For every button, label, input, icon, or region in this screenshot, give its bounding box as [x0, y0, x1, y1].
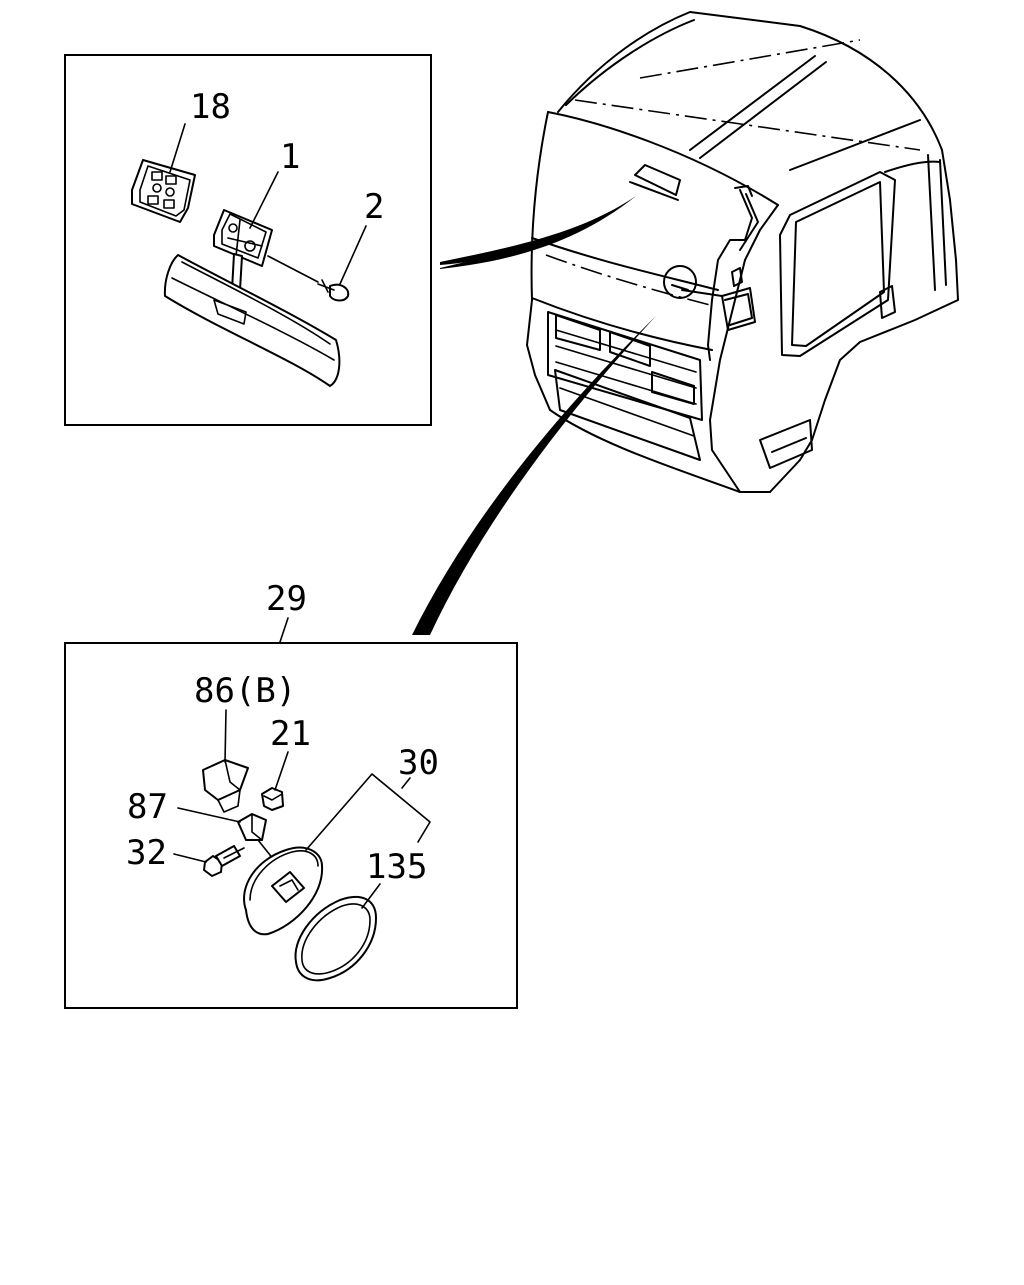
rear-view-mirror — [163, 254, 341, 387]
leader-2-axis — [267, 255, 319, 283]
part-135-ring — [294, 895, 377, 982]
lower-inset-box — [64, 642, 518, 1009]
upper-inset-box — [64, 54, 432, 426]
part-21-nut — [261, 787, 284, 811]
truck-cab — [526, 11, 959, 493]
axis-32 — [223, 847, 245, 859]
part-18-pad — [131, 159, 196, 223]
leader-135 — [361, 883, 381, 909]
bracket-30 — [305, 773, 431, 851]
part-32-bolt — [203, 845, 241, 877]
part-30-mirror — [243, 846, 324, 936]
label-29: 29 — [266, 579, 307, 619]
part-2-screw — [317, 279, 350, 302]
leader-21 — [274, 751, 289, 791]
part-1-mount — [213, 209, 273, 267]
leader-2 — [339, 225, 367, 285]
label-32: 32 — [126, 833, 167, 873]
leader-87 — [177, 807, 241, 823]
part-86b-bracket — [202, 759, 249, 813]
label-30: 30 — [398, 743, 439, 783]
label-2: 2 — [364, 187, 384, 227]
part-87-clip — [237, 813, 267, 841]
label-86b: 86(B) — [194, 671, 296, 711]
leader-18 — [169, 123, 186, 173]
label-21: 21 — [270, 714, 311, 754]
label-135: 135 — [366, 847, 427, 887]
leader-86b — [224, 709, 227, 763]
leader-32 — [173, 853, 207, 863]
label-1: 1 — [280, 137, 300, 177]
label-87: 87 — [127, 787, 168, 827]
leader-29 — [279, 617, 289, 643]
label-18: 18 — [190, 87, 231, 127]
pointer-lower — [412, 316, 656, 635]
leader-1 — [249, 171, 279, 229]
pointer-upper-body — [440, 196, 636, 265]
